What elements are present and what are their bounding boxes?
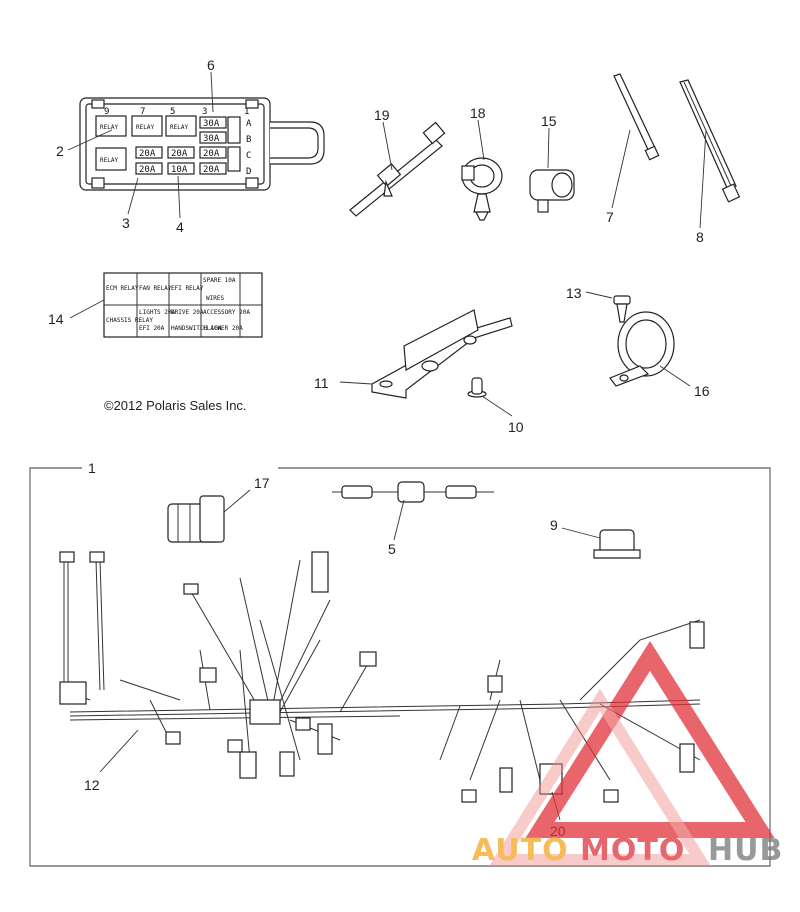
callouts: 1 2 3 4 5 6 7 8 9 10 11 12 13 14 15 16 1… <box>48 57 710 839</box>
relay-label-1: RELAY <box>100 124 118 131</box>
bracket-11 <box>371 309 513 399</box>
relay-label-3: RELAY <box>170 124 188 131</box>
fuse-col-7: 7 <box>140 107 145 117</box>
fuse-10a-1: 10A <box>171 165 188 175</box>
watermark-auto: AUTO <box>472 833 569 868</box>
callout-12: 12 <box>84 777 100 793</box>
decal-handswitch-10a: HANDSWITCH 10A <box>171 325 222 332</box>
callout-15: 15 <box>541 113 557 129</box>
decal-accessory-20a: ACCESSORY 20A <box>203 309 250 316</box>
callout-17: 17 <box>254 475 270 491</box>
fuse-box: 9 7 5 3 1 A B C D RELAY RELAY RELAY RELA… <box>79 97 325 191</box>
rivet-10 <box>467 377 487 398</box>
callout-18: 18 <box>470 105 486 121</box>
screw-13 <box>613 295 631 323</box>
harness-frame <box>29 467 771 867</box>
callout-19: 19 <box>374 107 390 123</box>
watermark-hub: HUB <box>708 833 783 868</box>
callout-5: 5 <box>388 541 396 557</box>
fuse-row-a: A <box>246 119 252 129</box>
cable-tie-7 <box>613 73 660 161</box>
watermark-logo: AUTO MOTO HUB <box>472 641 783 868</box>
fuse-row-d: D <box>246 167 251 177</box>
callout-6: 6 <box>207 57 215 73</box>
fuse-20a-1: 20A <box>139 149 156 159</box>
clip-15 <box>529 169 575 213</box>
callout-8: 8 <box>696 229 704 245</box>
callout-7: 7 <box>606 209 614 225</box>
fuse-row-c: C <box>246 151 251 161</box>
decal-drive-20a: DRIVE 20A <box>171 309 204 316</box>
relay-label-2: RELAY <box>136 124 154 131</box>
callout-3: 3 <box>122 215 130 231</box>
clip-18 <box>461 157 503 221</box>
fuse-holder-5 <box>332 481 494 503</box>
decal-clacher-20a: CLACHER 20A <box>203 325 243 332</box>
fuse-col-9: 9 <box>104 107 109 117</box>
decal-ecm-relay: ECM RELAY <box>106 285 139 292</box>
fuse-30a-1: 30A <box>203 119 220 129</box>
callout-11: 11 <box>314 375 329 391</box>
watermark-moto: MOTO <box>580 833 685 868</box>
wiring-harness <box>59 551 705 803</box>
callout-2: 2 <box>56 143 64 159</box>
callout-14: 14 <box>48 311 64 327</box>
copyright-text: ©2012 Polaris Sales Inc. <box>104 398 247 413</box>
decal-lights-20a: LIGHTS 20A <box>139 309 176 316</box>
fuse-decal: ECM RELAY FAN RELAY EFI RELAY SPARE 10A … <box>103 272 263 338</box>
decal-fan-relay: FAN RELAY <box>139 285 172 292</box>
fuse-20a-2: 20A <box>171 149 188 159</box>
fuse-20a-5: 20A <box>203 165 220 175</box>
fuse-20a-3: 20A <box>203 149 220 159</box>
decal-efi-20a: EFI 20A <box>139 325 165 332</box>
decal-wires: WIRES <box>206 295 224 302</box>
callout-1: 1 <box>88 460 96 476</box>
cable-tie-8 <box>679 79 741 203</box>
fuse-col-5: 5 <box>170 107 175 117</box>
connector-17 <box>167 495 225 543</box>
decal-chassis-relay: CHASSIS RELAY <box>106 317 153 324</box>
decal-spare-10a: SPARE 10A <box>203 277 236 284</box>
fuse-col-3: 3 <box>202 107 207 117</box>
callout-10: 10 <box>508 419 524 435</box>
fuse-col-1: 1 <box>244 107 249 117</box>
callout-9: 9 <box>550 517 558 533</box>
callout-16: 16 <box>694 383 710 399</box>
callout-13: 13 <box>566 285 582 301</box>
clamp-16 <box>609 311 675 387</box>
tie-clip-19 <box>349 121 446 217</box>
fuse-row-b: B <box>246 135 251 145</box>
decal-efi-relay: EFI RELAY <box>171 285 204 292</box>
callout-4: 4 <box>176 219 184 235</box>
relay-label-4: RELAY <box>100 157 118 164</box>
relay-9 <box>593 529 641 559</box>
fuse-30a-2: 30A <box>203 134 220 144</box>
fuse-20a-4: 20A <box>139 165 156 175</box>
